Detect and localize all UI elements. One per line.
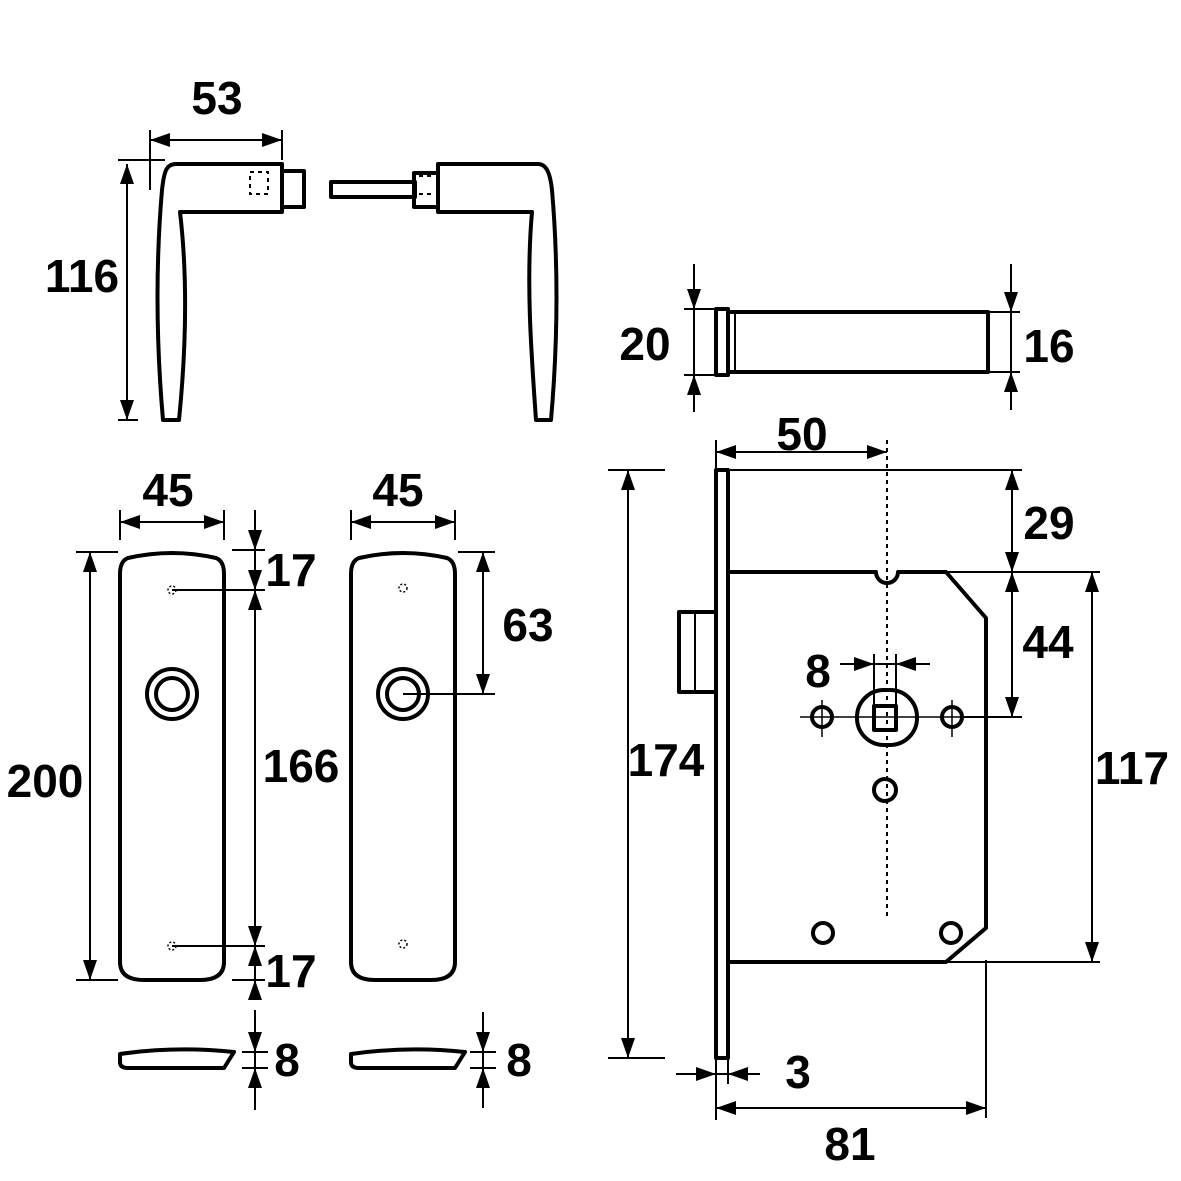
dimension-arrowhead xyxy=(896,657,916,671)
dimension-arrowhead xyxy=(728,1067,748,1081)
dim-label-plate-left-thickness: 8 xyxy=(274,1034,300,1086)
lever-handle-right xyxy=(329,162,559,422)
dimension-arrowhead xyxy=(120,515,140,529)
dim-label-lock-backset: 50 xyxy=(776,408,827,460)
dim-label-spindle-bar: 16 xyxy=(1023,320,1074,372)
dimension-arrowhead xyxy=(1085,572,1099,592)
dim-label-lock-top-offset: 29 xyxy=(1023,497,1074,549)
dim-label-lock-spindle-size: 8 xyxy=(805,645,831,697)
dimension-arrowhead xyxy=(150,133,170,147)
dimension-arrowhead xyxy=(351,515,371,529)
dimension-arrowhead xyxy=(621,1038,635,1058)
dim-label-lock-body-height: 117 xyxy=(1095,742,1169,794)
dimension-arrowhead xyxy=(1005,552,1019,572)
dimension-arrowhead xyxy=(248,926,262,946)
dimension-arrowhead xyxy=(435,515,455,529)
dimension-arrowhead xyxy=(716,445,736,459)
dimension-arrowhead xyxy=(248,530,262,550)
dim-label-plate-right-width: 45 xyxy=(372,464,423,516)
dim-label-plate-height: 200 xyxy=(7,755,84,807)
dimension-arrowhead xyxy=(248,590,262,610)
dimension-arrowhead xyxy=(248,1068,262,1088)
dim-label-plate-left-width: 45 xyxy=(142,464,193,516)
dimension-arrowhead xyxy=(716,1101,736,1115)
dim-label-screw-spacing: 166 xyxy=(263,740,340,792)
dimension-arrowhead xyxy=(248,980,262,1000)
dim-label-lock-depth: 81 xyxy=(824,1118,875,1170)
dimension-arrowhead xyxy=(248,1032,262,1052)
dimension-arrowhead xyxy=(696,1067,716,1081)
dimension-arrowhead xyxy=(621,470,635,490)
dimension-arrowhead xyxy=(854,657,874,671)
dimension-arrowhead xyxy=(1005,572,1019,592)
dimension-arrowhead xyxy=(248,946,262,966)
dim-label-screw-bottom-offset: 17 xyxy=(265,945,316,997)
dimension-arrowhead xyxy=(476,1068,490,1088)
dimension-arrowhead xyxy=(120,164,134,184)
dim-label-handle-width: 53 xyxy=(191,72,242,124)
dimension-arrowhead xyxy=(262,133,282,147)
dimension-arrowhead xyxy=(1085,942,1099,962)
dimension-arrowhead xyxy=(966,1101,986,1115)
escutcheon-plate-left xyxy=(118,551,226,982)
dimension-arrowhead xyxy=(83,552,97,572)
dim-label-keyhole-offset: 63 xyxy=(502,599,553,651)
dim-label-plate-right-thickness: 8 xyxy=(506,1034,532,1086)
dimension-arrowhead xyxy=(476,552,490,572)
dimension-lines xyxy=(76,130,1100,1120)
dimension-arrowhead xyxy=(83,960,97,980)
dim-label-handle-height: 116 xyxy=(45,250,119,302)
dimension-arrowhead xyxy=(476,674,490,694)
dim-label-lock-spindle-offset: 44 xyxy=(1022,616,1074,668)
dimension-arrowhead xyxy=(867,445,887,459)
dimension-arrowhead xyxy=(687,289,701,309)
dimension-arrowhead xyxy=(204,515,224,529)
dimension-arrowhead xyxy=(687,375,701,395)
lever-handle-left xyxy=(155,162,306,422)
plate-profile-right xyxy=(349,1047,467,1070)
dimension-arrowhead xyxy=(476,1032,490,1052)
dim-label-lock-faceplate-thickness: 3 xyxy=(785,1046,811,1098)
spindle-part xyxy=(714,307,990,377)
dimension-labels: 53 116 20 16 45 45 200 17 166 17 63 8 8 … xyxy=(7,72,1169,1170)
escutcheon-plate-right xyxy=(349,551,457,982)
dimension-arrowhead xyxy=(1005,697,1019,717)
dim-label-screw-top-offset: 17 xyxy=(265,544,316,596)
dimension-arrowhead xyxy=(1004,292,1018,312)
dim-label-spindle-head: 20 xyxy=(619,318,670,370)
plate-profile-left xyxy=(118,1047,236,1070)
dimension-arrowhead xyxy=(1004,372,1018,392)
dimension-arrowhead xyxy=(1005,470,1019,490)
dimension-arrowhead xyxy=(120,400,134,420)
dimension-arrowhead xyxy=(248,570,262,590)
dim-label-lock-faceplate-height: 174 xyxy=(628,734,705,786)
mortise-lock-body xyxy=(677,440,1020,1060)
